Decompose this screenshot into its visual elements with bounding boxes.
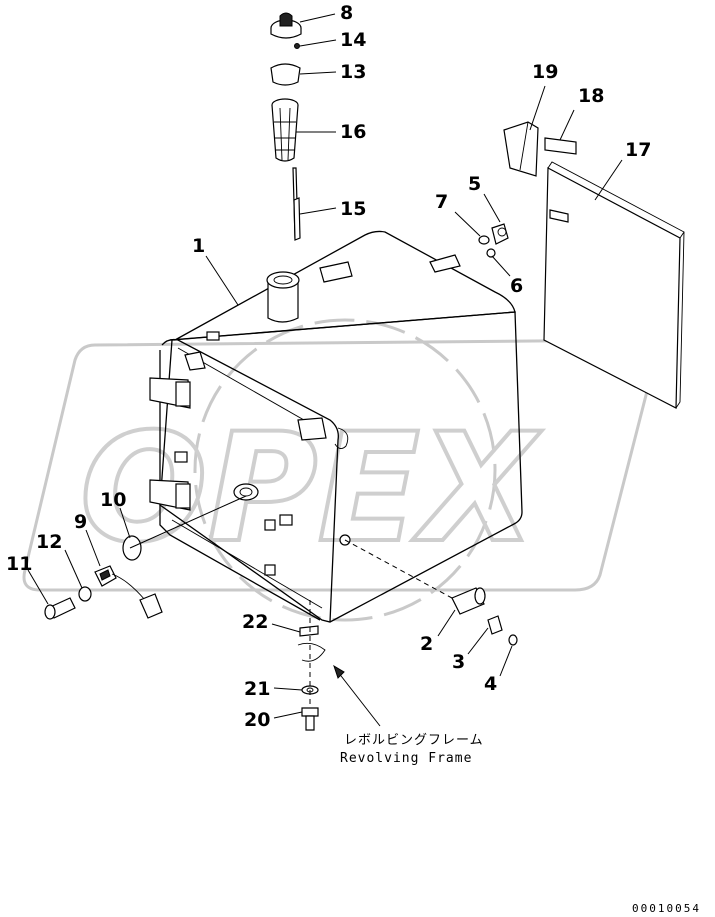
drain-fittings	[344, 539, 518, 646]
callout-22: 22	[242, 611, 268, 633]
callout-13: 13	[340, 61, 366, 83]
filler-cap-assembly	[270, 12, 302, 241]
callout-6: 6	[510, 275, 523, 297]
callout-4: 4	[484, 673, 497, 695]
callout-7: 7	[435, 191, 448, 213]
document-id: 00010054	[632, 902, 701, 915]
top-fittings	[478, 223, 509, 258]
callout-2: 2	[420, 633, 433, 655]
callout-5: 5	[468, 173, 481, 195]
callout-10: 10	[100, 489, 126, 511]
callout-12: 12	[36, 531, 62, 553]
callout-17: 17	[625, 139, 651, 161]
callout-11: 11	[6, 553, 32, 575]
callout-20: 20	[244, 709, 270, 731]
callout-15: 15	[340, 198, 366, 220]
callout-19: 19	[532, 61, 558, 83]
mounting-hardware	[297, 600, 326, 731]
level-gauge-parts	[44, 535, 163, 620]
callout-9: 9	[74, 511, 87, 533]
fuel-tank	[149, 230, 523, 623]
callout-16: 16	[340, 121, 366, 143]
inspection-cover	[503, 121, 685, 409]
callout-1: 1	[192, 235, 205, 257]
caption: レボルビングフレーム Revolving Frame	[340, 733, 484, 766]
caption-english: Revolving Frame	[340, 751, 472, 766]
callout-18: 18	[578, 85, 604, 107]
watermark: OPEX	[22, 318, 658, 622]
callout-14: 14	[340, 29, 366, 51]
callout-3: 3	[452, 651, 465, 673]
callout-8: 8	[340, 2, 353, 24]
leader-lines	[27, 13, 623, 727]
callout-21: 21	[244, 678, 270, 700]
callout-labels: 8 14 13 16 15 1 19 18 17 7 5 6 10 9 12 1…	[6, 2, 651, 731]
caption-japanese: レボルビングフレーム	[344, 733, 484, 748]
